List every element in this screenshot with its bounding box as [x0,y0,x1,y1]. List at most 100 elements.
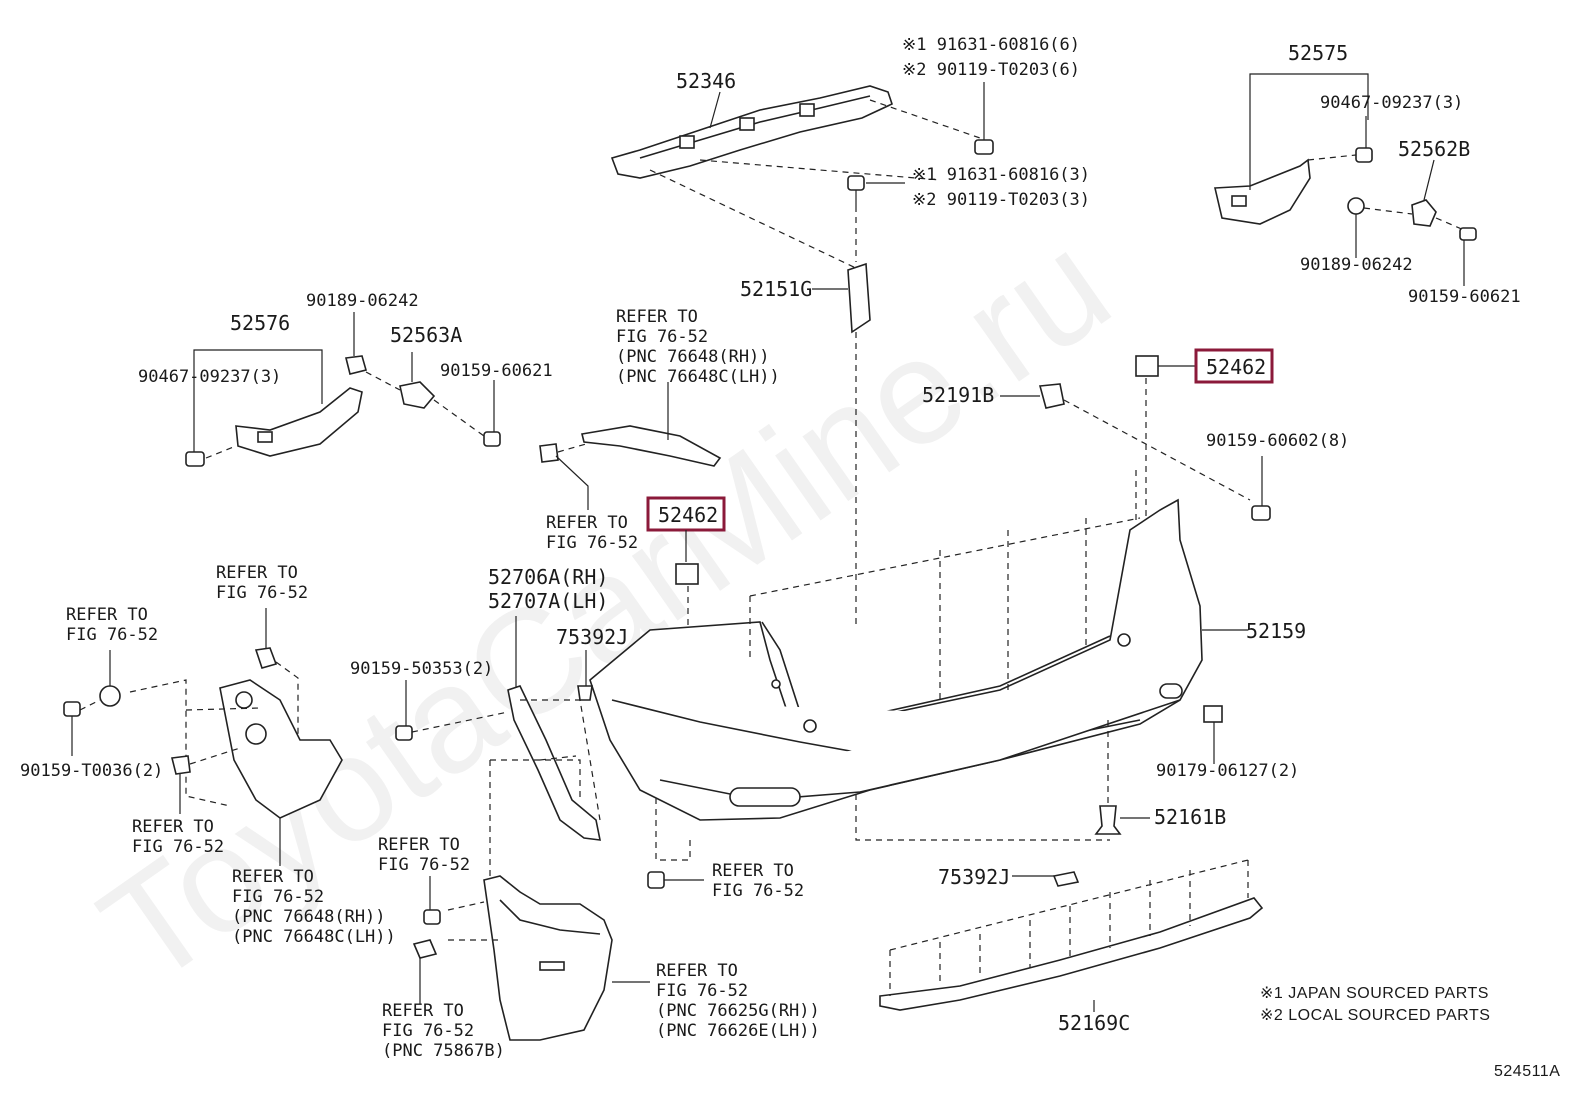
pad-52462-left[interactable] [675,563,699,585]
highlight-52462-right [1194,348,1274,384]
refer-mudflap-bottom-line1: REFER TO [382,1001,464,1021]
bolt-91631-60816-a[interactable] [974,139,994,155]
retainer-refer-main[interactable] [581,425,722,467]
label-52159: 52159 [1246,619,1306,643]
label-52462-right: 52462 [1206,355,1266,379]
label-75392J-b: 75392J [938,865,1010,889]
label-75392J-a: 75392J [556,625,628,649]
bolt-91631-60816-b[interactable] [847,175,865,206]
refer-mudflap-bottom-line2: FIG 76-52 [382,1021,474,1041]
refer-lowleft-line2: FIG 76-52 [232,887,324,907]
bolt-90159-60621-left[interactable] [483,431,501,447]
label-90467-right: 90467-09237(3) [1320,93,1463,113]
label-90179-06127: 90179-06127(2) [1156,761,1299,781]
refer-mudflap-top-line2: FIG 76-52 [378,855,470,875]
label-52575: 52575 [1288,41,1348,65]
label-90159-T0036: 90159-T0036(2) [20,761,163,781]
clip-52191B[interactable] [1038,383,1065,409]
clip-75392J-a[interactable] [577,685,593,701]
bolt-90159-T0036[interactable] [63,701,81,717]
refer-bolt-line2: FIG 76-52 [712,881,804,901]
refer-mudflap-right-line1: REFER TO [656,961,738,981]
refer-bolt-line1: REFER TO [712,861,794,881]
label-b1-line1: ※1 91631-60816(6) [902,35,1080,55]
clip-90467-left[interactable] [185,451,205,467]
label-90159-60621-left: 90159-60621 [440,361,553,381]
label-52562B: 52562B [1398,137,1470,161]
pad-52462-right[interactable] [1135,355,1159,377]
refer-mudflap-right-line3: (PNC 76625G(RH)) [656,1001,820,1021]
clip-75392J-b[interactable] [1052,871,1080,887]
label-90189-left: 90189-06242 [306,291,419,311]
nut-90189-left[interactable] [345,355,367,375]
label-52191B: 52191B [922,383,994,407]
highlight-52462-left [646,496,726,532]
figure-id: 524511A [1494,1063,1560,1080]
refer-farleft-line1: REFER TO [66,605,148,625]
clip-refer-midleft[interactable] [171,755,191,775]
label-90159-60621-right: 90159-60621 [1408,287,1521,307]
refer-lowleft-line3: (PNC 76648(RH)) [232,907,386,927]
label-52462-left: 52462 [658,503,718,527]
refer-mudflap-right-line2: FIG 76-52 [656,981,748,1001]
label-52169C: 52169C [1058,1011,1130,1035]
label-52151G: 52151G [740,277,812,301]
label-52161B: 52161B [1154,805,1226,829]
bracket-52346[interactable] [610,85,893,179]
seal-refer-topleft[interactable] [254,647,278,669]
bolt-90159-60602[interactable] [1251,505,1271,521]
bracket-52575[interactable] [1214,158,1311,225]
clip-refer-mudflap-top[interactable] [423,909,441,925]
label-52563A: 52563A [390,323,462,347]
label-52576: 52576 [230,311,290,335]
label-b1-line2: ※2 90119-T0203(6) [902,60,1080,80]
lower-retainer-52169C[interactable] [879,897,1264,1011]
nut-90189-right[interactable] [1347,197,1365,215]
retainer-52562B[interactable] [1411,199,1437,227]
label-b2-line1: ※1 91631-60816(3) [912,165,1090,185]
clip-refer-center[interactable] [539,443,559,463]
refer-main-line4: (PNC 76648C(LH)) [616,367,780,387]
bracket-52576[interactable] [235,387,363,457]
retainer-52563A[interactable] [399,381,436,409]
refer-main-line2: FIG 76-52 [616,327,708,347]
refer-midleft-line2: FIG 76-52 [132,837,224,857]
bolt-90159-60621-right[interactable] [1459,227,1477,241]
refer-farleft-line2: FIG 76-52 [66,625,158,645]
label-90159-50353: 90159-50353(2) [350,659,493,679]
refer-center-line2: FIG 76-52 [546,533,638,553]
note-local-sourced: ※2 LOCAL SOURCED PARTS [1260,1007,1490,1024]
refer-center-line1: REFER TO [546,513,628,533]
label-90467-left: 90467-09237(3) [138,367,281,387]
clip-90467-right[interactable] [1355,147,1373,163]
label-b2-line2: ※2 90119-T0203(3) [912,190,1090,210]
refer-mudflap-right-line4: (PNC 76626E(LH)) [656,1021,820,1041]
bracket-left-lower[interactable] [219,679,343,819]
refer-main-line1: REFER TO [616,307,698,327]
bolt-refer[interactable] [647,871,665,889]
refer-midleft-line1: REFER TO [132,817,214,837]
label-90159-60602: 90159-60602(8) [1206,431,1349,451]
refer-topleft-line2: FIG 76-52 [216,583,308,603]
clip-refer-mudflap-bottom[interactable] [412,939,438,959]
stay-52151G[interactable] [847,262,871,334]
bumper-cover-52159[interactable] [589,498,1203,821]
refer-lowleft-line4: (PNC 76648C(LH)) [232,927,396,947]
label-52346: 52346 [676,69,736,93]
refer-mudflap-bottom-line3: (PNC 75867B) [382,1041,505,1061]
refer-lowleft-line1: REFER TO [232,867,314,887]
bolt-90159-50353[interactable] [395,725,413,741]
note-japan-sourced: ※1 JAPAN SOURCED PARTS [1260,985,1489,1002]
label-90189-right: 90189-06242 [1300,255,1413,275]
clip-refer-farleft[interactable] [99,685,121,707]
mudflap[interactable] [483,875,613,1041]
side-retainer-52706A[interactable] [507,685,602,841]
label-52707A: 52707A(LH) [488,589,608,613]
refer-topleft-line1: REFER TO [216,563,298,583]
clip-52161B[interactable] [1094,805,1122,835]
refer-main-line3: (PNC 76648(RH)) [616,347,770,367]
label-52706A: 52706A(RH) [488,565,608,589]
nut-90179-06127[interactable] [1203,705,1223,723]
